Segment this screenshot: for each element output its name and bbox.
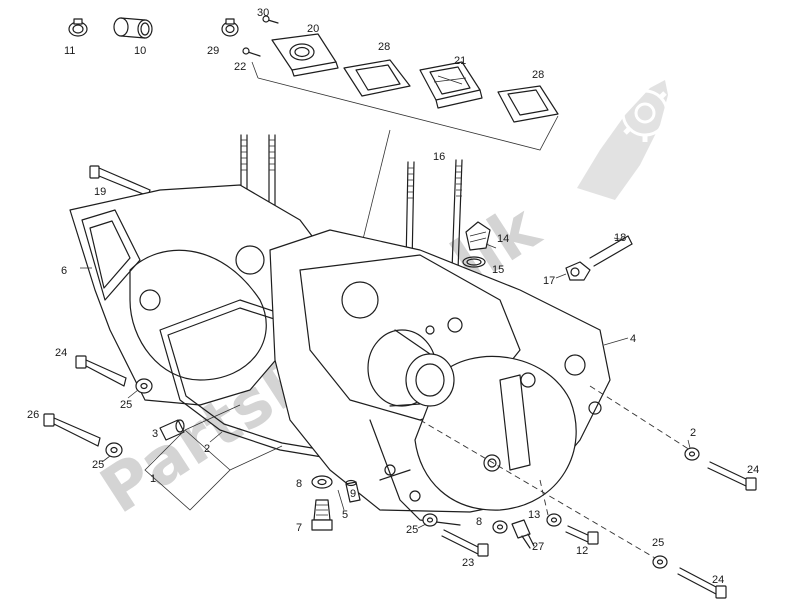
callout-3: 3 [152,428,158,440]
callout-27: 27 [532,541,544,553]
callout-17: 17 [543,275,555,287]
plug-14 [465,221,491,251]
bolt-23-mid [441,529,489,557]
callout-24-right-upper: 24 [747,464,759,476]
bolt-27 [511,519,535,549]
callout-5: 5 [342,509,348,521]
callout-6: 6 [61,265,67,277]
callout-29: 29 [207,45,219,57]
callout-14: 14 [497,233,509,245]
bolt-24-right-upper [707,461,757,491]
washer-13 [546,513,562,527]
callout-28-b: 28 [532,69,544,81]
callout-16: 16 [433,151,445,163]
callout-20: 20 [307,23,319,35]
screw-22 [242,47,261,57]
dowel-3 [159,419,185,441]
reed-flange-20 [271,33,339,77]
callout-28-a: 28 [378,41,390,53]
drain-plug-7 [311,499,333,531]
callout-11: 11 [64,45,75,57]
bolt-24-right-lower [677,567,727,599]
callout-2-right: 2 [690,427,696,439]
callout-23-mid: 23 [462,557,474,569]
callout-25-right: 25 [652,537,664,549]
clamp-29 [221,18,239,37]
callout-25-lower: 25 [92,459,104,471]
callout-25-upper: 25 [120,399,132,411]
reed-valve-21 [419,61,483,109]
callout-26: 26 [27,409,39,421]
callout-12: 12 [576,545,588,557]
washer-25-upper [135,378,153,394]
elbow-17 [565,261,591,281]
screw-30 [262,15,279,24]
callout-21: 21 [454,55,466,67]
callout-7: 7 [296,522,302,534]
dowel-9 [345,479,361,503]
callout-25-mid: 25 [406,524,418,536]
callout-24-right-lower: 24 [712,574,724,586]
washer-25-lower [105,442,123,458]
washer-8-right [492,520,508,534]
callout-18: 18 [614,232,626,244]
callout-9: 9 [350,488,356,500]
callout-30: 30 [257,7,269,19]
bolt-24-left [75,355,127,387]
callout-4: 4 [630,333,636,345]
washer-25-right [652,555,668,569]
bolt-12 [565,525,599,545]
callout-10: 10 [134,45,146,57]
gasket-28a [343,59,411,97]
callout-8-right: 8 [476,516,482,528]
callout-19: 19 [94,186,106,198]
bolt-26 [43,413,101,447]
callout-15: 15 [492,264,504,276]
crankcase-lower-edge [369,419,461,526]
callout-labels: 11 10 30 20 29 22 28 21 28 19 16 14 18 6… [27,7,759,586]
intake-manifold-10 [113,17,153,39]
callout-22: 22 [234,61,246,73]
clamp-11 [68,18,88,37]
callout-13: 13 [528,509,540,521]
callout-2-left: 2 [204,443,210,455]
watermark-gear-icon [577,80,674,200]
washer-25-mid [422,513,438,527]
callout-24-left: 24 [55,347,67,359]
clutch-cover [414,355,577,511]
callout-8-center: 8 [296,478,302,490]
oring-15 [462,256,486,268]
gasket-28b [497,85,559,123]
washer-8-center [311,475,333,489]
callout-1: 1 [150,473,156,485]
bearing-housing [367,329,455,407]
washer-2 [684,447,700,461]
